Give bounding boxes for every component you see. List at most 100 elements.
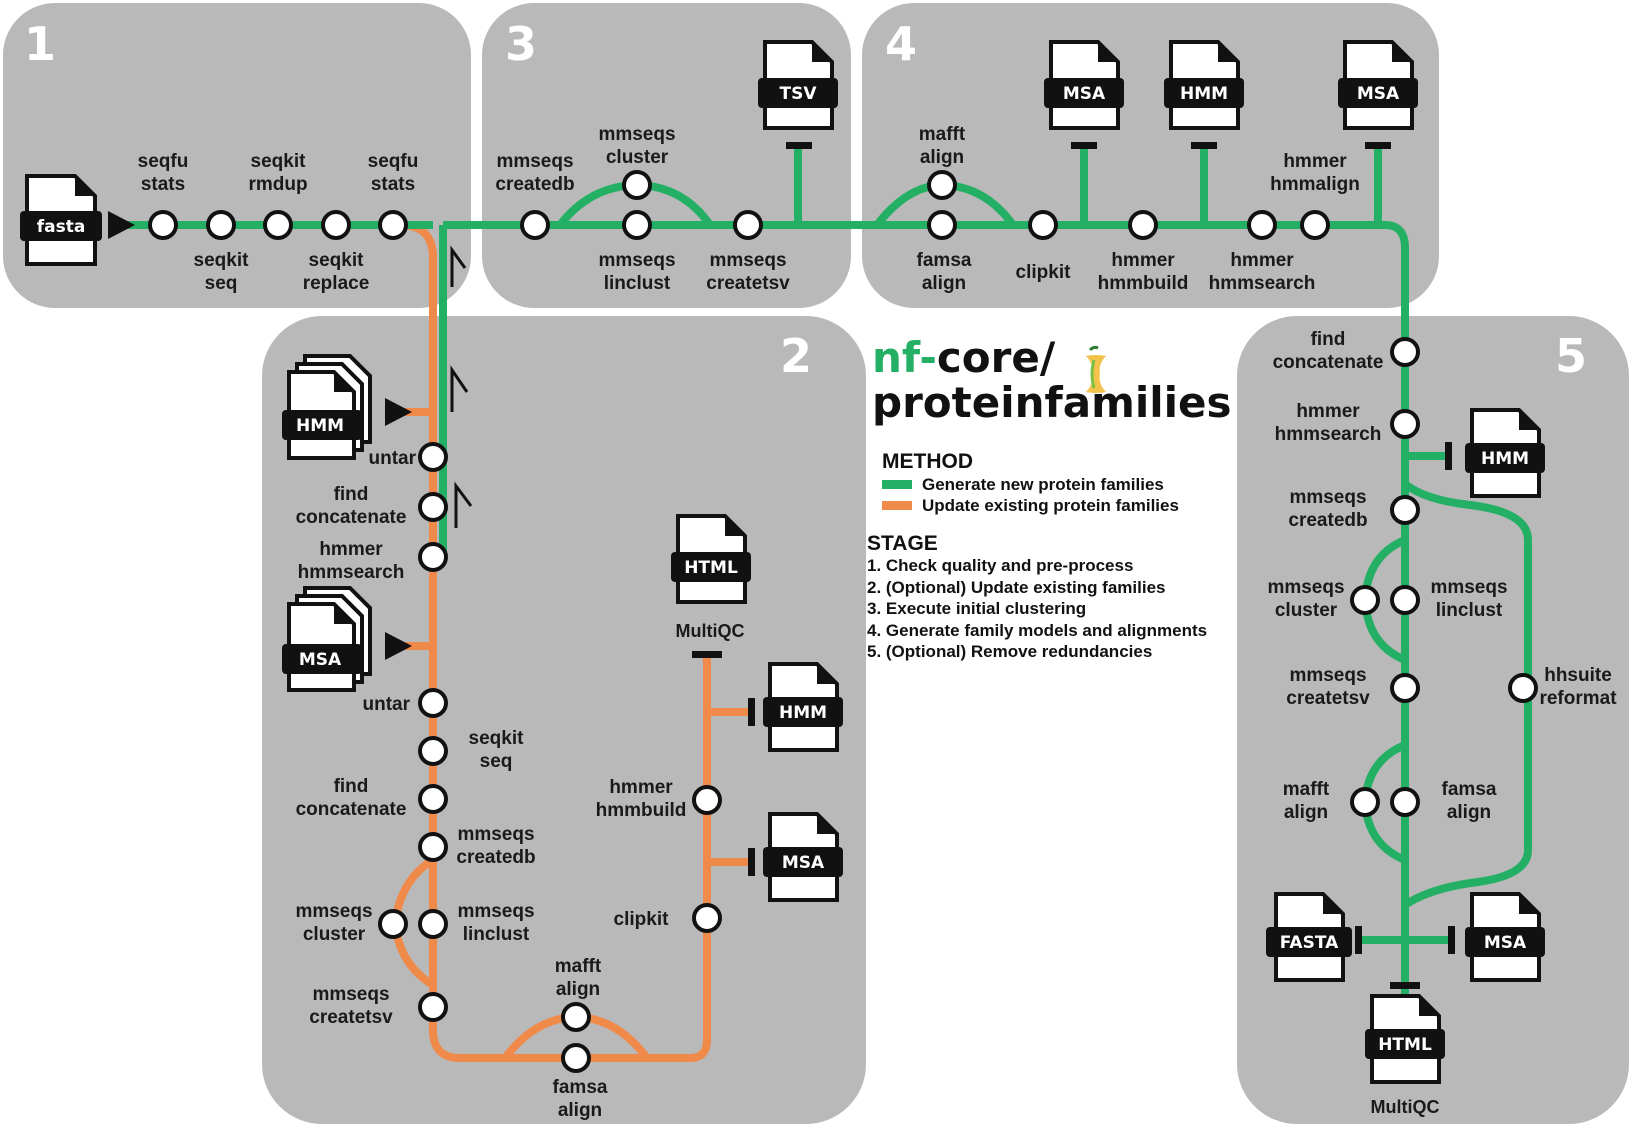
label-line: hmmer [1230, 250, 1294, 271]
station-s4-hmmsearch [1247, 210, 1277, 240]
label-line: stats [141, 174, 185, 195]
label-line: mmseqs [1267, 577, 1344, 598]
panel-number-4: 4 [885, 17, 917, 71]
stage-heading: STAGE [867, 532, 938, 555]
file-tag: fasta [37, 217, 86, 237]
station-s2-untar-2 [418, 688, 448, 718]
panel-number-2: 2 [780, 329, 812, 383]
station-s3-createdb [520, 210, 550, 240]
file-hmm-5: HMM [1465, 408, 1545, 498]
file-tag: MSA [299, 650, 342, 670]
label-line: rmdup [248, 174, 307, 195]
file-html-multiqc-5: HTML MultiQC [1365, 994, 1445, 1117]
station-s5-createtsv [1390, 673, 1420, 703]
file-tag: HTML [1378, 1035, 1432, 1055]
logo-title-line2: proteinfamilies [872, 378, 1232, 427]
station-s3-linclust [622, 210, 652, 240]
label-line: mafft [555, 956, 602, 977]
label-line: hmmer [1111, 250, 1175, 271]
label-line: seqfu [368, 151, 419, 172]
file-hmm-2: HMM [763, 662, 843, 752]
file-tag: MSA [1357, 84, 1400, 104]
label-line: concatenate [296, 507, 407, 528]
station-s4-famsa [927, 210, 957, 240]
label-line: hhsuite [1544, 665, 1612, 686]
stage-list: 1. Check quality and pre-process 2. (Opt… [867, 556, 1252, 664]
label-line: linclust [604, 273, 671, 294]
station-seqfu-stats-2 [378, 210, 408, 240]
file-tag: HTML [684, 558, 738, 578]
label-line: seqkit [309, 250, 365, 271]
label-line: mmseqs [496, 151, 573, 172]
label-line: mafft [919, 124, 966, 145]
label-line: famsa [553, 1077, 608, 1098]
label-line: mmseqs [457, 901, 534, 922]
stations [148, 170, 1538, 1073]
label-line: mmseqs [598, 124, 675, 145]
connector-bars [692, 142, 1455, 989]
station-s4-hmmalign [1300, 210, 1330, 240]
label-line: hmmalign [1270, 174, 1360, 195]
method-row-update: Update existing protein families [872, 495, 1252, 516]
label-line: align [556, 979, 600, 1000]
label-line: mmseqs [295, 901, 372, 922]
label-line: createtsv [1286, 688, 1370, 709]
station-s3-createtsv [733, 210, 763, 240]
label-line: hmmsearch [298, 562, 405, 583]
panel-number-5: 5 [1555, 329, 1587, 383]
file-tag: MSA [1484, 933, 1527, 953]
method-row-generate: Generate new protein families [872, 474, 1252, 495]
label-line: concatenate [1273, 352, 1384, 373]
label-line: mafft [1283, 779, 1330, 800]
label-line: hmmer [1283, 151, 1347, 172]
station-s5-hhsuite [1508, 673, 1538, 703]
station-s5-hmmsearch [1390, 409, 1420, 439]
file-hmm-input-stack: HMM [282, 354, 372, 460]
file-msa-top-1: MSA [1044, 40, 1124, 130]
logo-core: core/ [936, 333, 1056, 382]
file-tag: MSA [1063, 84, 1106, 104]
label-line: cluster [1275, 600, 1338, 621]
apple-core-icon [1086, 345, 1106, 393]
method-heading: METHOD [882, 450, 973, 473]
station-s5-mafft [1350, 787, 1380, 817]
station-s2-mafft [561, 1002, 591, 1032]
label-line: createtsv [706, 273, 790, 294]
file-tag: FASTA [1280, 933, 1339, 953]
file-fasta-5: FASTA [1266, 892, 1352, 982]
station-s3-cluster [622, 170, 652, 200]
stage-item: 4. Generate family models and alignments [867, 620, 1208, 640]
logo-title-line1: nf-core/ [872, 336, 1252, 380]
station-s5-find-concat [1390, 337, 1420, 367]
label-line: hmmer [319, 539, 383, 560]
label-line: mmseqs [709, 250, 786, 271]
station-s2-untar-1 [418, 442, 448, 472]
logo-dash: - [919, 333, 937, 382]
file-tag: HMM [1180, 84, 1228, 104]
station-s2-find-concat-1 [418, 492, 448, 522]
label-line: famsa [917, 250, 972, 271]
label-line: hmmbuild [1098, 273, 1189, 294]
label-line: hmmer [609, 777, 673, 798]
file-msa-top-2: MSA [1338, 40, 1418, 130]
label-line: seq [205, 273, 238, 294]
station-seqkit-replace [321, 210, 351, 240]
label-line: align [920, 147, 964, 168]
label-line: align [1447, 802, 1491, 823]
file-tag: HMM [1481, 449, 1529, 469]
label-line: hmmsearch [1275, 424, 1382, 445]
stage-item: 2. (Optional) Update existing families [867, 577, 1166, 597]
